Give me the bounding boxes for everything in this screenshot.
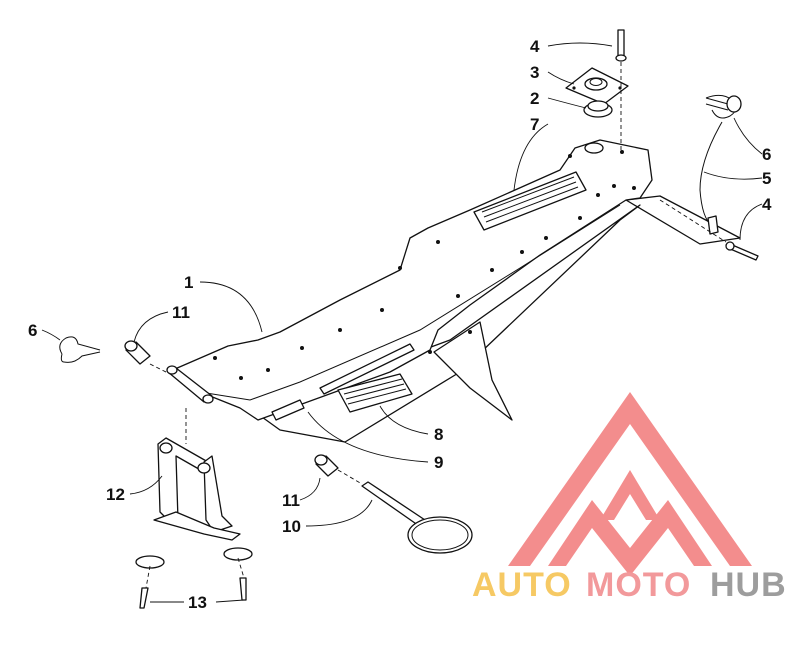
callout-6-left: 6 bbox=[28, 321, 37, 340]
callout-12: 12 bbox=[106, 485, 125, 504]
decal-9 bbox=[271, 343, 415, 421]
callouts: 4 3 2 7 6 5 4 1 11 6 8 9 12 11 10 13 bbox=[28, 37, 772, 612]
hitch-pin-assembly bbox=[659, 94, 759, 261]
part-11-bushing-left bbox=[124, 340, 171, 375]
part-12-stand bbox=[153, 408, 241, 541]
callout-4-right: 4 bbox=[762, 195, 772, 214]
callout-3: 3 bbox=[530, 63, 539, 82]
watermark-auto: AUTO bbox=[472, 566, 572, 604]
callout-5: 5 bbox=[762, 169, 771, 188]
callout-6-right: 6 bbox=[762, 145, 771, 164]
logo-inner-triangle bbox=[600, 470, 660, 520]
callout-11-left: 11 bbox=[172, 303, 190, 322]
watermark-hub: HUB bbox=[710, 566, 787, 604]
part-4-pin-top bbox=[615, 29, 627, 150]
hinge-tube bbox=[166, 365, 214, 404]
part-10-pin-ring bbox=[337, 469, 473, 554]
watermark-logo: AUTO MOTO HUB bbox=[472, 392, 787, 604]
callout-11-bottom: 11 bbox=[282, 491, 300, 510]
callout-7: 7 bbox=[530, 115, 539, 134]
part-11-bushing-bottom bbox=[314, 454, 339, 477]
decal-7 bbox=[473, 171, 587, 231]
callout-10: 10 bbox=[282, 517, 301, 536]
logo-m-shape bbox=[548, 500, 712, 576]
logo-triangle-outer bbox=[508, 392, 752, 566]
decal-8 bbox=[337, 373, 413, 413]
callout-9: 9 bbox=[434, 453, 443, 472]
callout-4-top: 4 bbox=[530, 37, 540, 56]
part-3-bracket bbox=[565, 67, 629, 105]
rivets bbox=[213, 150, 636, 380]
chassis-plate bbox=[167, 139, 741, 443]
grommet-hole bbox=[584, 142, 604, 154]
part-2-grommet bbox=[583, 100, 613, 118]
callout-2: 2 bbox=[530, 89, 539, 108]
part-6-clip-left bbox=[59, 336, 101, 363]
callout-8: 8 bbox=[434, 425, 443, 444]
watermark-moto: MOTO bbox=[586, 566, 691, 604]
leader-lines bbox=[41, 42, 763, 603]
part-13-feet bbox=[135, 547, 253, 609]
callout-13: 13 bbox=[188, 593, 207, 612]
callout-1: 1 bbox=[184, 273, 193, 292]
